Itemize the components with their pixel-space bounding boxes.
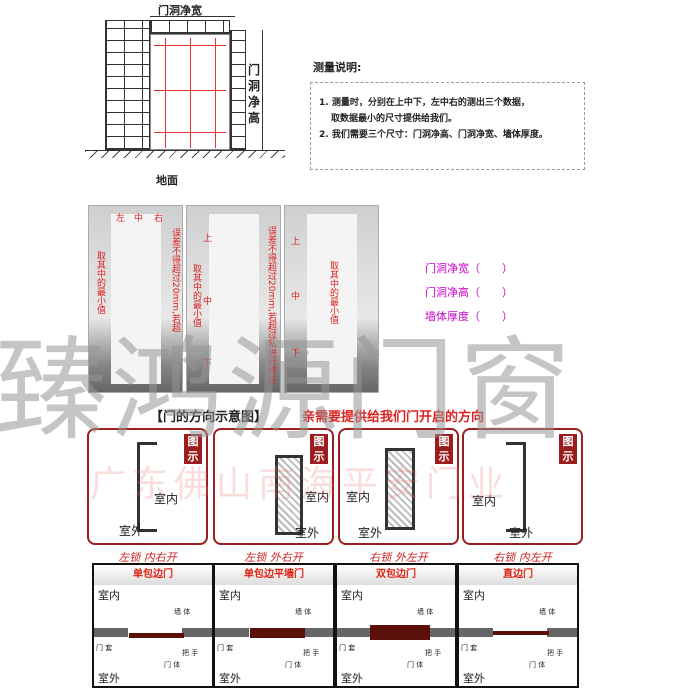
ground-label: 地面 [156,174,178,187]
instruction-2: 2. 我们需要三个尺寸：门洞净高、门洞净宽、墙体厚度。 [319,130,548,140]
fill-height: 门洞净高（ ） [425,286,513,299]
instruction-1: 1. 测量时，分别在上中下，左中右的测出三个数据， [319,98,530,108]
caption-4: 右锁 内左开 [493,551,552,564]
caption-1: 左锁 内右开 [118,551,177,564]
wall-top [150,20,230,34]
ground-line [85,150,285,158]
type-straight-edge: 直边门室内墙 体门 套把 手门 体室外 [457,563,579,688]
instructions-box: 1. 测量时，分别在上中下，左中右的测出三个数据， 取数据最小的尺寸提供给我们。… [310,82,585,170]
door-panel-2: 图示室内室外 [213,428,334,545]
instructions-title: 测量说明: [313,61,362,74]
door-panel-3: 图示室内室外 [338,428,459,545]
photo-thickness: 上 中 下 取其中的最小值 [284,205,379,393]
width-label: 门洞净宽 [158,4,202,17]
caption-3: 右锁 外左开 [369,551,428,564]
type-double-edge: 双包边门室内墙 体门 套把 手门 体室外 [335,563,457,688]
height-label: 门洞净高 [248,63,261,125]
photo-width: 左 中 右 取其中的最小值 误差不得超过20mm,若超 [88,205,183,393]
door-panel-1: 图示室内室外 [87,428,208,545]
fill-width: 门洞净宽（ ） [425,262,513,275]
type-single-edge-flush: 单包边平墙门室内墙 体门 套把 手门 体室外 [213,563,335,688]
photo-height: 上 中 下 取其中的最小值 误差不得超过20mm,若超过私进行修正 [186,205,281,393]
direction-subtitle: 亲需要提供给我们门开启的方向 [302,410,485,425]
watermark-red: 广东佛山南海平安门业 [90,464,511,505]
caption-2: 左锁 外右开 [244,551,303,564]
wall-left [105,20,150,150]
instruction-1b: 取数据最小的尺寸提供给我们。 [331,114,458,124]
type-single-edge: 单包边门室内墙 体门 套把 手门 体室外 [92,563,214,688]
watermark: 臻鸿源门窗 [0,326,575,456]
direction-title: 【门的方向示意图】 [150,410,268,425]
fill-thickness: 墙体厚度（ ） [425,310,513,323]
door-panel-4: 图示室内室外 [462,428,583,545]
wall-right [230,30,246,150]
door-opening [150,34,230,150]
